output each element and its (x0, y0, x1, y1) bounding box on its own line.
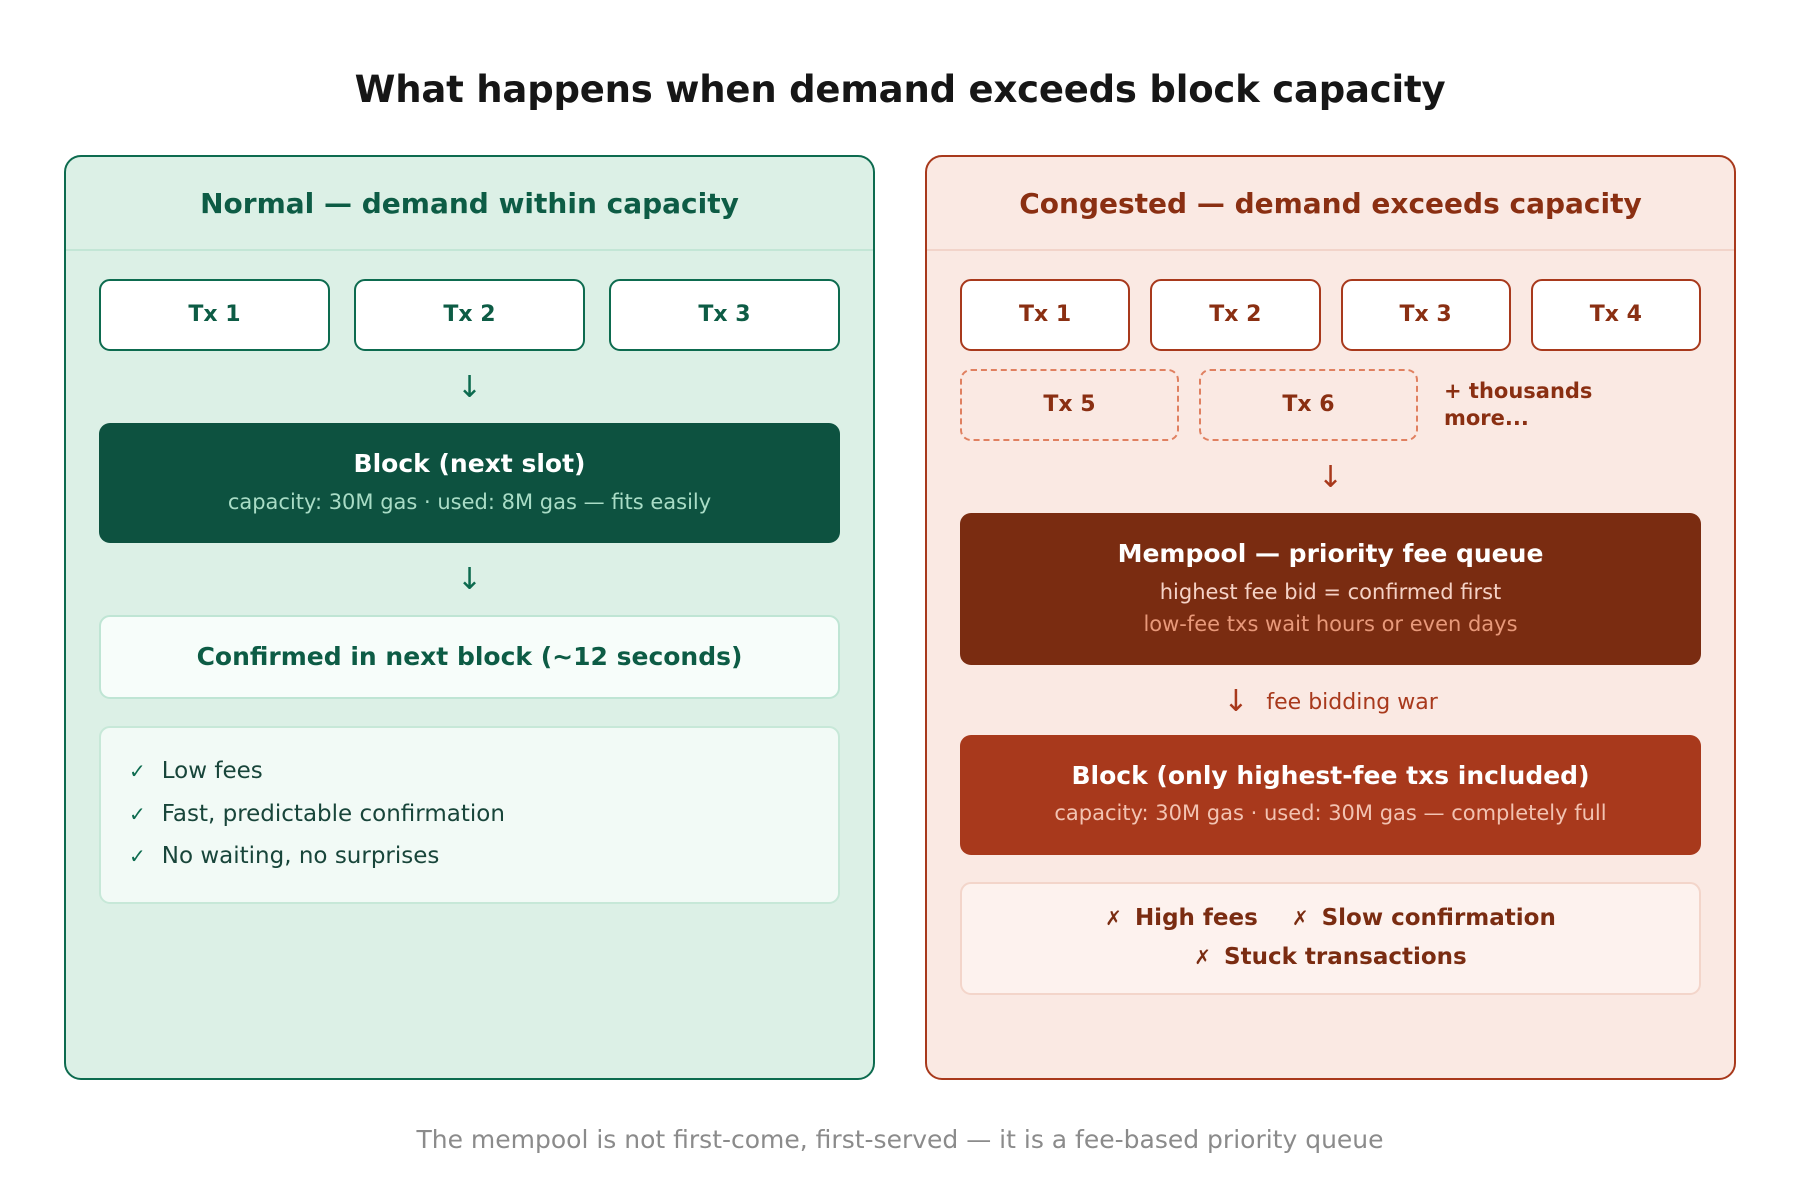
panel-normal-body: Tx 1 Tx 2 Tx 3 ↓ Block (next slot) capac… (66, 251, 873, 936)
down-arrow-icon: ↓ (1223, 684, 1249, 720)
pending-transaction-chip[interactable]: Tx 5 (960, 369, 1179, 442)
normal-outcome-box: Confirmed in next block (~12 seconds) (99, 614, 840, 699)
fee-bidding-arrow-row: ↓ fee bidding war (960, 665, 1701, 735)
normal-transaction-row: Tx 1 Tx 2 Tx 3 (99, 279, 840, 352)
check-icon: ✓ (129, 758, 146, 783)
list-item: ✗ Slow confirmation (1292, 904, 1556, 933)
list-item: ✓ No waiting, no surprises (129, 835, 810, 878)
mempool-title: Mempool — priority fee queue (1117, 539, 1544, 569)
drawback-label: High fees (1134, 904, 1258, 931)
fee-bidding-war-label: fee bidding war (1266, 689, 1438, 715)
benefit-label: No waiting, no surprises (161, 843, 440, 870)
benefit-label: Low fees (161, 757, 263, 784)
check-icon: ✓ (129, 844, 146, 869)
transaction-chip[interactable]: Tx 4 (1530, 279, 1701, 352)
more-transactions-label: + thousands more... (1444, 378, 1593, 431)
list-item: ✓ Fast, predictable confirmation (129, 793, 810, 836)
transaction-chip[interactable]: Tx 2 (1150, 279, 1321, 352)
drawbacks-list: ✗ High fees ✗ Slow confirmation ✗ Stuck … (960, 881, 1701, 996)
transaction-chip[interactable]: Tx 1 (960, 279, 1131, 352)
down-arrow-icon: ↓ (456, 370, 483, 406)
list-item: ✗ Stuck transactions (1194, 943, 1466, 972)
pending-transaction-chip[interactable]: Tx 6 (1199, 369, 1418, 442)
transaction-chip[interactable]: Tx 2 (354, 279, 585, 352)
down-arrow-icon: ↓ (456, 561, 483, 597)
panel-normal: Normal — demand within capacity Tx 1 Tx … (64, 155, 875, 1081)
transaction-chip[interactable]: Tx 1 (99, 279, 330, 352)
benefits-list: ✓ Low fees ✓ Fast, predictable confirmat… (99, 725, 840, 905)
congested-block-card: Block (only highest-fee txs included) ca… (960, 735, 1701, 855)
down-arrow-icon: ↓ (1317, 460, 1344, 496)
panel-congested: Congested — demand exceeds capacity Tx 1… (925, 155, 1736, 1081)
drawback-label: Stuck transactions (1224, 943, 1467, 970)
panel-congested-body: Tx 1 Tx 2 Tx 3 Tx 4 Tx 5 Tx 6 + thousand… (927, 251, 1734, 1027)
cross-icon: ✗ (1194, 944, 1212, 969)
footer-note: The mempool is not first-come, first-ser… (416, 1125, 1384, 1155)
normal-block-subtitle: capacity: 30M gas · used: 8M gas — fits … (227, 489, 712, 514)
congested-block-subtitle: capacity: 30M gas · used: 30M gas — comp… (1054, 801, 1607, 826)
mempool-card: Mempool — priority fee queue highest fee… (960, 513, 1701, 666)
transaction-chip[interactable]: Tx 3 (1340, 279, 1511, 352)
panel-normal-header: Normal — demand within capacity (66, 157, 873, 252)
normal-block-title: Block (next slot) (353, 449, 586, 479)
list-item: ✗ High fees (1105, 904, 1258, 933)
drawback-label: Slow confirmation (1321, 904, 1556, 931)
mempool-subtitle-secondary: low-fee txs wait hours or even days (1143, 611, 1518, 636)
page-title: What happens when demand exceeds block c… (354, 68, 1446, 111)
cross-icon: ✗ (1291, 905, 1309, 930)
normal-block-card: Block (next slot) capacity: 30M gas · us… (99, 423, 840, 543)
mempool-subtitle-primary: highest fee bid = confirmed first (1159, 579, 1502, 604)
check-icon: ✓ (129, 801, 146, 826)
panels-container: Normal — demand within capacity Tx 1 Tx … (64, 155, 1736, 1081)
benefit-label: Fast, predictable confirmation (161, 800, 505, 827)
congested-block-title: Block (only highest-fee txs included) (1071, 761, 1590, 791)
panel-congested-header: Congested — demand exceeds capacity (927, 157, 1734, 252)
congested-transaction-row: Tx 1 Tx 2 Tx 3 Tx 4 (960, 279, 1701, 352)
cross-icon: ✗ (1105, 905, 1122, 930)
transaction-chip[interactable]: Tx 3 (609, 279, 840, 352)
list-item: ✓ Low fees (129, 750, 810, 793)
pending-transaction-row: Tx 5 Tx 6 + thousands more... (960, 369, 1701, 442)
